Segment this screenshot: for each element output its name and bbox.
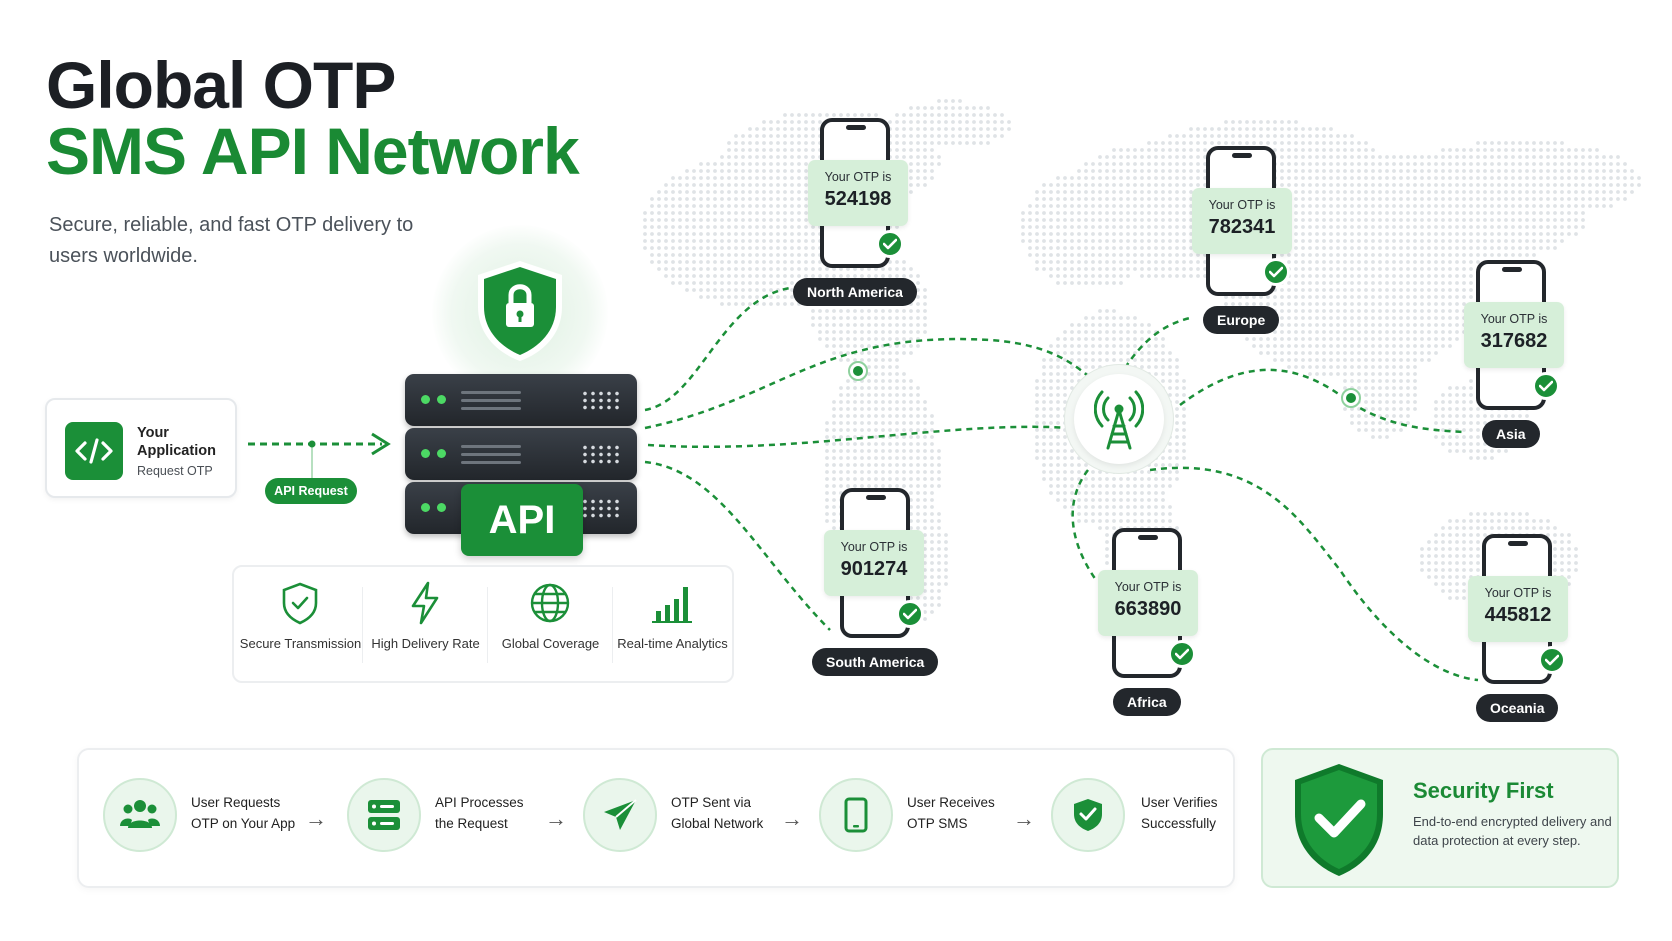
arrow-right-icon: →: [1013, 806, 1035, 831]
arrow-right-icon: →: [781, 806, 803, 831]
otp-code: 524198: [824, 188, 892, 210]
feature-label: Real-time Analytics: [617, 636, 728, 651]
api-badge: API: [461, 484, 583, 556]
arrow-right-icon: →: [545, 806, 567, 831]
region-label: South America: [812, 648, 939, 676]
page-subtitle: Secure, reliable, and fast OTP delivery …: [49, 214, 414, 267]
route-node: [1341, 388, 1361, 408]
step-1-line2: OTP on Your App: [191, 816, 296, 831]
security-description: End-to-end encrypted delivery and data p…: [1413, 814, 1612, 848]
app-card-title: Your Application: [137, 425, 216, 459]
check-icon: [1532, 372, 1560, 400]
server-unit-1: [405, 374, 637, 426]
step-2-text: API Processes the Request: [435, 792, 555, 834]
step-5-line2: Successfully: [1141, 816, 1217, 831]
server-icon: [347, 778, 421, 852]
feature-secure-transmission: Secure Transmission: [238, 567, 363, 681]
otp-message-card: Your OTP is 524198: [808, 160, 908, 226]
check-icon: [876, 230, 904, 258]
otp-message-card: Your OTP is 317682: [1464, 302, 1564, 368]
page-title-line2: SMS API Network: [46, 114, 580, 188]
check-icon: [1538, 646, 1566, 674]
otp-label: Your OTP is: [824, 170, 892, 184]
users-icon: [103, 778, 177, 852]
otp-code: 317682: [1480, 330, 1548, 352]
otp-label: Your OTP is: [1480, 312, 1548, 326]
step-3-line2: Global Network: [671, 816, 764, 831]
smartphone-icon: [819, 778, 893, 852]
server-unit-2: [405, 428, 637, 480]
page-title-line1: Global OTP: [46, 48, 396, 122]
region-label: Europe: [1203, 306, 1280, 334]
feature-label: Secure Transmission: [239, 636, 362, 651]
otp-code: 901274: [840, 558, 908, 580]
otp-code: 782341: [1208, 216, 1276, 238]
your-application-card: Your Application Request OTP: [45, 398, 237, 498]
otp-label: Your OTP is: [1114, 580, 1182, 594]
step-3-line1: OTP Sent via: [671, 795, 752, 810]
paper-plane-icon: [583, 778, 657, 852]
feature-label: High Delivery Rate: [371, 636, 480, 651]
otp-label: Your OTP is: [1484, 586, 1552, 600]
step-2-line1: API Processes: [435, 795, 524, 810]
shield-check-icon: [1291, 762, 1387, 878]
feature-label: Global Coverage: [501, 636, 600, 651]
shield-check-icon: [1051, 778, 1125, 852]
step-4-line2: OTP SMS: [907, 816, 968, 831]
feature-real-time-analytics: Real-time Analytics: [610, 567, 735, 681]
route-node: [848, 361, 868, 381]
lightning-icon: [403, 581, 447, 625]
security-title: Security First: [1413, 778, 1554, 803]
security-first-card: Security First End-to-end encrypted deli…: [1261, 748, 1619, 888]
api-request-badge: API Request: [265, 478, 357, 504]
app-card-subtitle: Request OTP: [137, 464, 213, 478]
bar-chart-icon: [650, 581, 694, 625]
otp-label: Your OTP is: [840, 540, 908, 554]
region-label: North America: [793, 278, 917, 306]
step-2-line2: the Request: [435, 816, 508, 831]
otp-code: 663890: [1114, 598, 1182, 620]
otp-message-card: Your OTP is 901274: [824, 530, 924, 596]
signal-tower-icon: [1074, 374, 1164, 464]
globe-icon: [528, 581, 572, 625]
step-1-line1: User Requests: [191, 795, 281, 810]
step-4-line1: User Receives: [907, 795, 995, 810]
lock-shield-icon: [474, 259, 566, 363]
otp-label: Your OTP is: [1208, 198, 1276, 212]
otp-message-card: Your OTP is 782341: [1192, 188, 1292, 254]
check-icon: [1168, 640, 1196, 668]
region-label: Oceania: [1476, 694, 1559, 722]
code-icon: [65, 422, 123, 480]
region-label: Asia: [1482, 420, 1540, 448]
check-icon: [1262, 258, 1290, 286]
shield-check-icon: [278, 581, 322, 625]
arrow-right-icon: →: [305, 806, 327, 831]
otp-code: 445812: [1484, 604, 1552, 626]
feature-global-coverage: Global Coverage: [488, 567, 613, 681]
step-5-line1: User Verifies: [1141, 795, 1218, 810]
check-icon: [896, 600, 924, 628]
otp-message-card: Your OTP is 445812: [1468, 576, 1568, 642]
region-label: Africa: [1113, 688, 1181, 716]
features-card: Secure Transmission High Delivery Rate G…: [232, 565, 734, 683]
otp-message-card: Your OTP is 663890: [1098, 570, 1198, 636]
feature-high-delivery-rate: High Delivery Rate: [363, 567, 488, 681]
